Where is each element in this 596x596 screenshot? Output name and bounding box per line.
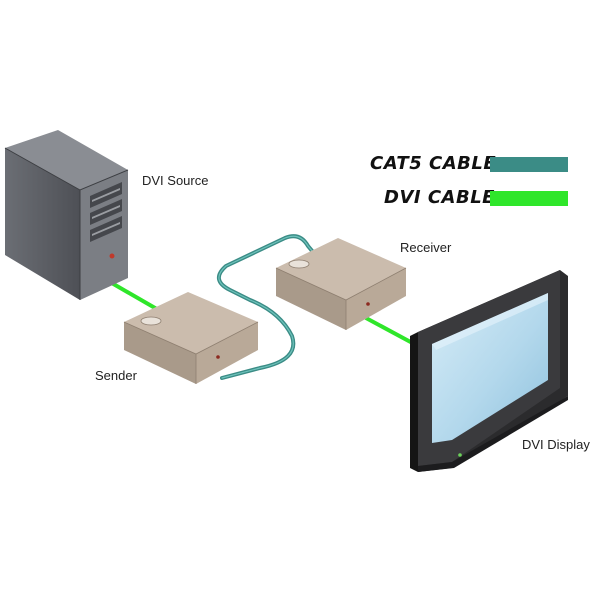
receiver-unit-icon — [275, 238, 407, 330]
legend-dvi-label: DVI CABLE — [384, 187, 495, 208]
legend-cat5-label: CAT5 CABLE — [370, 153, 497, 174]
pc-tower-icon — [4, 130, 129, 300]
dvi-cable-swatch-icon — [490, 191, 568, 206]
sender-label: Sender — [95, 368, 137, 383]
cat5-cable-sender-to-receiver-inner — [218, 235, 319, 379]
dvi-cable-receiver-to-display — [364, 316, 420, 348]
sender-unit-icon — [123, 292, 259, 384]
receiver-label: Receiver — [400, 240, 452, 255]
dvi-source-label: DVI Source — [142, 173, 209, 188]
dvi-display-monitor-icon — [410, 270, 568, 472]
dvi-display-label: DVI Display — [522, 437, 590, 452]
cat5-cable-swatch-icon — [490, 157, 568, 172]
dvi-cable-source-to-sender — [108, 280, 164, 314]
